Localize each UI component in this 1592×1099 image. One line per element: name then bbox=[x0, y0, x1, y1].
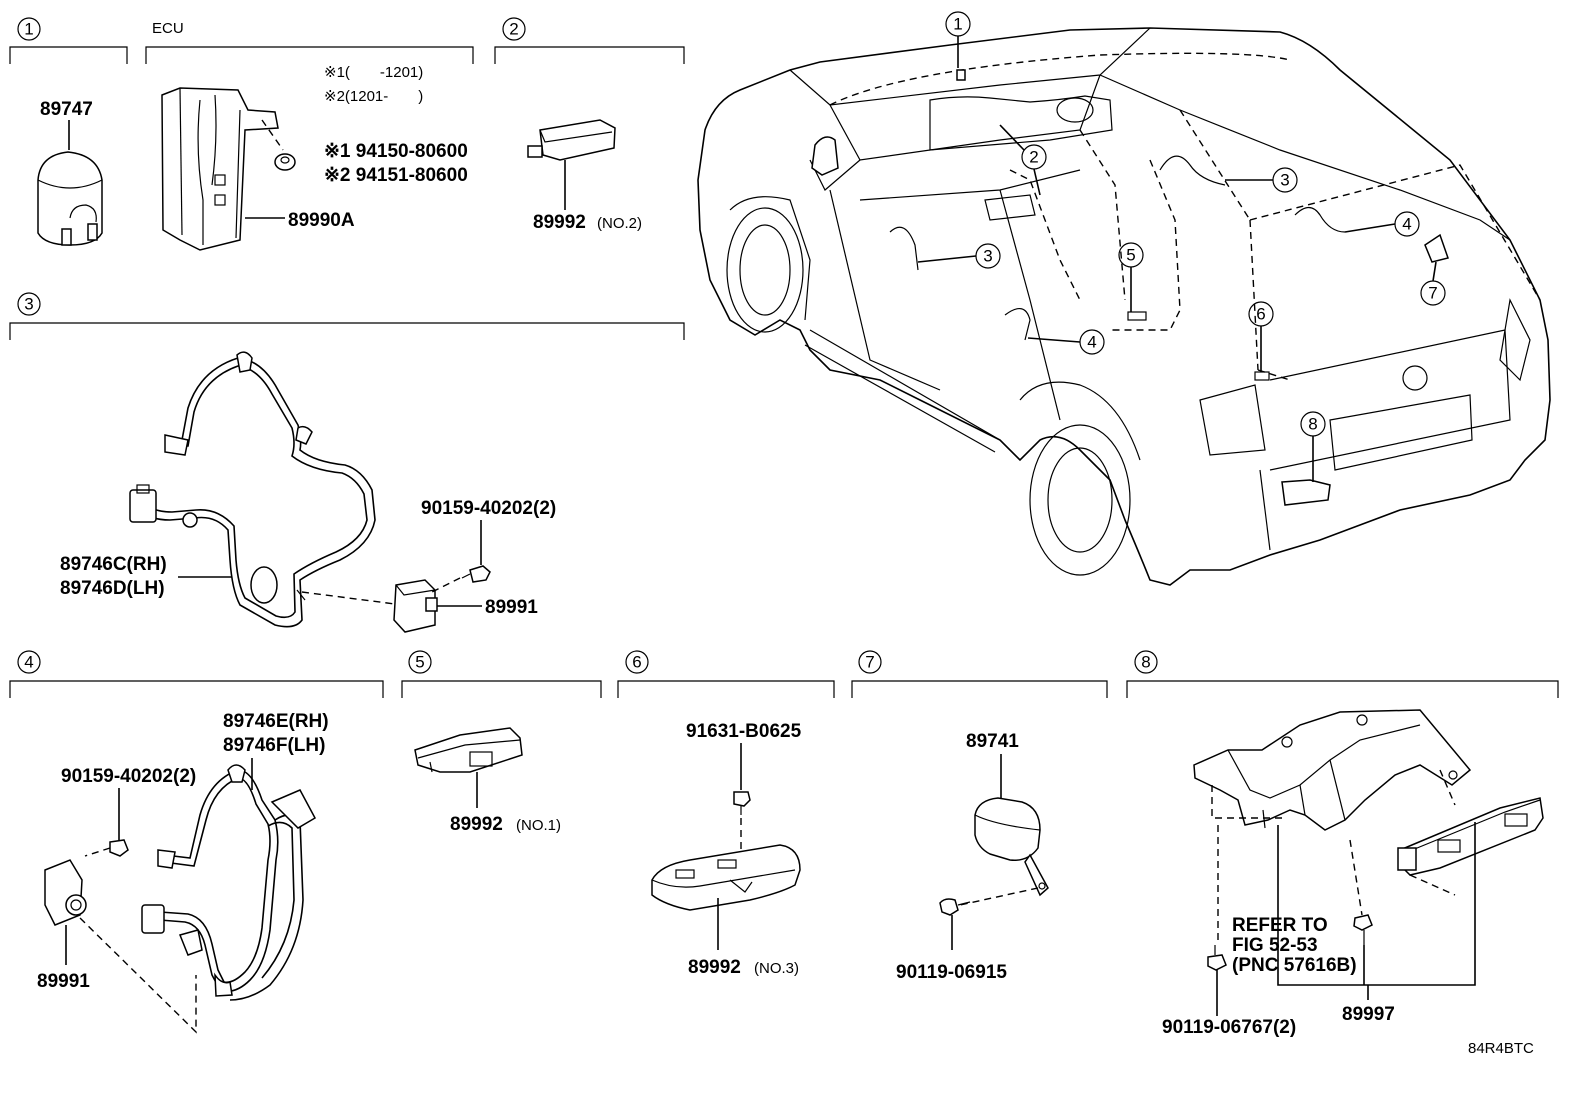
screw-label-s7: 90119-06915 bbox=[896, 962, 1007, 983]
section-6-number: 6 bbox=[632, 653, 641, 672]
section-2-header: 2 bbox=[494, 17, 685, 64]
refer-line-2: FIG 52-53 bbox=[1232, 935, 1318, 956]
screw-label-s8: 90119-06767(2) bbox=[1162, 1017, 1296, 1038]
antenna-89992-no3: 91631-B0625 89992 (NO.3) bbox=[651, 721, 802, 978]
part-label-89747: 89747 bbox=[40, 99, 93, 120]
suffix-no3: (NO.3) bbox=[754, 960, 799, 977]
section-3-header: 3 bbox=[9, 292, 685, 340]
section-4-number: 4 bbox=[24, 653, 33, 672]
callout-5: 5 bbox=[1126, 246, 1135, 265]
refer-line-1: REFER TO bbox=[1232, 915, 1328, 936]
section-1-number: 1 bbox=[24, 20, 33, 39]
callout-3b: 3 bbox=[983, 247, 992, 266]
refer-line-3: (PNC 57616B) bbox=[1232, 955, 1357, 976]
callout-2: 2 bbox=[1029, 148, 1038, 167]
part-label-89992-no1: 89992 bbox=[450, 814, 503, 835]
part-label-89992-no2: 89992 bbox=[533, 212, 586, 233]
section-5-header: 5 bbox=[401, 650, 602, 698]
part-label-89746D: 89746D(LH) bbox=[60, 578, 165, 599]
wire-harness-89746C-D: 89746C(RH) 89746D(LH) bbox=[60, 351, 376, 628]
receiver-89997: REFER TO FIG 52-53 (PNC 57616B) 89997 90… bbox=[1162, 709, 1544, 1038]
callout-1: 1 bbox=[953, 15, 962, 34]
figure-code: 84R4BTC bbox=[1468, 1040, 1534, 1057]
suffix-no2: (NO.2) bbox=[597, 215, 642, 232]
buzzer-89747: 89747 bbox=[37, 99, 103, 246]
antenna-89992-no1: 89992 (NO.1) bbox=[414, 727, 561, 835]
part-label-89746C: 89746C(RH) bbox=[60, 554, 167, 575]
callout-3a: 3 bbox=[1280, 171, 1289, 190]
part-label-89991-s3: 89991 bbox=[485, 597, 538, 618]
part-label-89990A: 89990A bbox=[288, 210, 355, 231]
section-4-header: 4 bbox=[9, 650, 384, 698]
ecu-89990A: 89990A ※1( -1201) ※2(1201- ) ※1 94150-80… bbox=[161, 64, 468, 251]
callout-4a: 4 bbox=[1402, 215, 1411, 234]
wire-harness-89746E-F: 89746E(RH) 89746F(LH) bbox=[141, 711, 329, 1001]
section-6-header: 6 bbox=[617, 650, 835, 698]
section-3-number: 3 bbox=[24, 295, 33, 314]
part-label-89991-s4: 89991 bbox=[37, 971, 90, 992]
callout-7: 7 bbox=[1428, 284, 1437, 303]
part-label-89997: 89997 bbox=[1342, 1004, 1395, 1025]
part-label-89741: 89741 bbox=[966, 731, 1019, 752]
vehicle-drawing bbox=[697, 27, 1551, 586]
sensor-89991-s3: 89991 90159-40202(2) bbox=[301, 498, 556, 633]
screw-label-s6: 91631-B0625 bbox=[686, 721, 802, 742]
callout-4b: 4 bbox=[1087, 333, 1096, 352]
ecu-bolt-1: ※1 94150-80600 bbox=[324, 141, 468, 162]
ecu-note-1: ※1( -1201) bbox=[324, 64, 423, 81]
section-7-number: 7 bbox=[865, 653, 874, 672]
part-label-89746E: 89746E(RH) bbox=[223, 711, 329, 732]
section-8-number: 8 bbox=[1141, 653, 1150, 672]
sensor-89991-s4: 90159-40202(2) 89991 bbox=[37, 766, 197, 1034]
callout-6: 6 bbox=[1256, 305, 1265, 324]
section-1-header: 1 bbox=[9, 17, 128, 64]
section-8-header: 8 bbox=[1126, 650, 1559, 698]
ecu-bolt-2: ※2 94151-80600 bbox=[324, 165, 468, 186]
section-2-number: 2 bbox=[509, 20, 518, 39]
antenna-89992-no2: 89992 (NO.2) bbox=[527, 119, 642, 233]
ecu-header: ECU bbox=[145, 20, 474, 64]
section-7-header: 7 bbox=[851, 650, 1108, 698]
screw-label-s3: 90159-40202(2) bbox=[421, 498, 556, 519]
part-label-89992-no3: 89992 bbox=[688, 957, 741, 978]
screw-label-s4: 90159-40202(2) bbox=[61, 766, 196, 787]
suffix-no1: (NO.1) bbox=[516, 817, 561, 834]
vehicle-callouts: 1 2 3 3 4 4 5 6 7 8 bbox=[917, 11, 1446, 482]
ecu-label: ECU bbox=[152, 20, 184, 37]
callout-8: 8 bbox=[1308, 415, 1317, 434]
ecu-note-2: ※2(1201- ) bbox=[324, 88, 423, 105]
module-89741: 89741 90119-06915 bbox=[896, 731, 1049, 983]
section-5-number: 5 bbox=[415, 653, 424, 672]
part-label-89746F: 89746F(LH) bbox=[223, 735, 325, 756]
